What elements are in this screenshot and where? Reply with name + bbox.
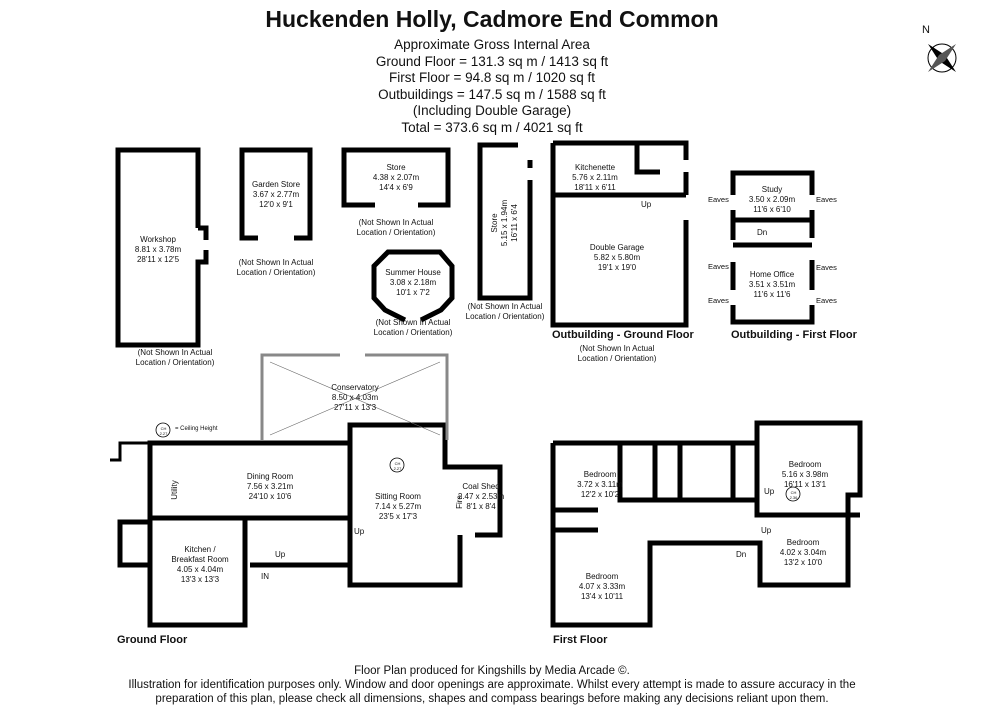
ceiling-height-badge-icon bbox=[785, 486, 801, 502]
eaves-label: Eaves bbox=[816, 263, 837, 272]
summer-house-walls bbox=[371, 249, 455, 323]
ch-badge: CH 2.36 bbox=[789, 490, 798, 500]
stairs-up-label: Up bbox=[275, 550, 286, 559]
fire-label: Fire bbox=[455, 495, 464, 509]
eaves-label: Eaves bbox=[708, 296, 729, 305]
area-including: (Including Double Garage) bbox=[412, 103, 572, 118]
store2-walls bbox=[477, 142, 533, 301]
eaves-label: Eaves bbox=[708, 262, 729, 271]
area-first: First Floor = 94.8 sq m / 1020 sq ft bbox=[389, 70, 595, 85]
first-floor-label: First Floor bbox=[553, 634, 608, 646]
room-utility: Utility bbox=[170, 480, 179, 500]
ch-badge: CH 2.27 bbox=[393, 461, 402, 471]
eaves-label: Eaves bbox=[816, 195, 837, 204]
area-total: Total = 373.6 sq m / 4021 sq ft bbox=[401, 119, 583, 135]
garden-store-walls bbox=[239, 147, 313, 241]
store-walls bbox=[341, 147, 451, 208]
ch-key-badge: CH 2.27 bbox=[159, 426, 168, 436]
eaves-label: Eaves bbox=[816, 296, 837, 305]
ground-floor-label: Ground Floor bbox=[117, 634, 188, 646]
entrance-label: IN bbox=[261, 572, 269, 581]
area-summary: Approximate Gross Internal Area Ground F… bbox=[0, 37, 984, 136]
stairs-down-label: Dn bbox=[736, 550, 747, 559]
stairs-up-label: Up bbox=[354, 527, 365, 536]
area-ground: Ground Floor = 131.3 sq m / 1413 sq ft bbox=[375, 53, 609, 69]
disclaimer: Floor Plan produced for Kingshills by Me… bbox=[128, 665, 856, 705]
ceiling-height-badge-icon bbox=[389, 457, 405, 473]
eaves-label: Eaves bbox=[708, 195, 729, 204]
stairs-up-label: Up bbox=[761, 526, 772, 535]
ceiling-height-key: = Ceiling Height bbox=[175, 426, 218, 432]
stairs-up-label: Up bbox=[641, 200, 652, 209]
page-title: Huckenden Holly, Cadmore End Common bbox=[265, 6, 719, 32]
conservatory-walls bbox=[260, 353, 449, 440]
outbuilding-ground-floor-label: Outbuilding - Ground Floor bbox=[552, 329, 694, 341]
outbuilding-first-walls bbox=[730, 170, 815, 325]
area-heading: Approximate Gross Internal Area bbox=[394, 37, 590, 52]
outbuilding-ground-walls bbox=[550, 140, 689, 328]
stairs-down-label: Dn bbox=[757, 228, 768, 237]
compass-north-label: N bbox=[922, 24, 930, 36]
outbuilding-first-floor-label: Outbuilding - First Floor bbox=[731, 329, 857, 341]
workshop-walls bbox=[115, 147, 209, 348]
compass-icon bbox=[927, 43, 957, 73]
utility-wall bbox=[110, 441, 150, 462]
area-outbuildings: Outbuildings = 147.5 sq m / 1588 sq ft bbox=[378, 86, 606, 102]
stairs-up-label: Up bbox=[764, 487, 775, 496]
ceiling-height-key-icon bbox=[155, 422, 171, 438]
ground-floor-walls bbox=[117, 422, 503, 628]
first-floor-walls bbox=[550, 420, 863, 628]
